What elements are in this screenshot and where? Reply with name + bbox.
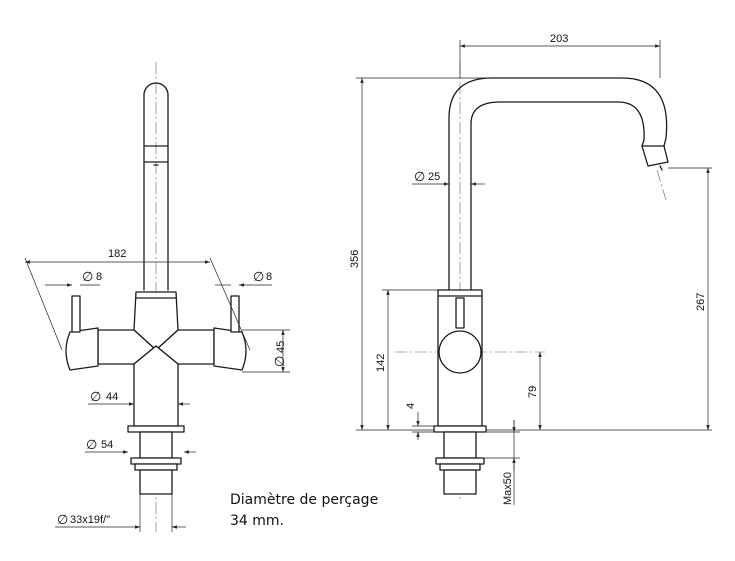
- front-left-pin: [71, 295, 81, 333]
- front-nut: [130, 457, 182, 465]
- drilling-note: Diamètre de perçage 34 mm.: [230, 490, 378, 532]
- dim-label-max50: Max50: [502, 472, 514, 505]
- side-view: 203 ∅ 25 356 142 267 79: [349, 33, 712, 505]
- dim-label-182: 182: [108, 248, 126, 260]
- diameter-symbol: ∅: [253, 270, 264, 285]
- side-lever: [455, 297, 465, 329]
- dim-label-nut: 54: [101, 439, 113, 451]
- drilling-note-line1: Diamètre de perçage: [230, 492, 379, 508]
- dim-label-142: 142: [375, 354, 387, 372]
- drilling-note-line2: 34 mm.: [230, 513, 284, 529]
- front-spout: [143, 82, 169, 291]
- dim-label-tube: 25: [428, 171, 440, 183]
- diameter-symbol: ∅: [82, 270, 93, 285]
- dim-label-base: 44: [106, 391, 118, 403]
- side-shank: [443, 431, 477, 459]
- side-spout: [448, 77, 668, 291]
- dim-label-267: 267: [695, 293, 707, 311]
- dim-label-79: 79: [527, 386, 539, 398]
- diameter-symbol: ∅: [90, 390, 101, 405]
- dim-label-left-handle: 8: [96, 271, 102, 283]
- front-right-pin: [230, 295, 240, 333]
- side-aerator: [641, 145, 669, 167]
- diameter-symbol: ∅: [273, 356, 288, 367]
- front-view: 182 ∅ 8 ∅ 8 ∅ 45 ∅ 44 ∅ 54: [24, 62, 290, 532]
- front-base-ring: [127, 425, 185, 433]
- dim-label-thread: 33x19f/": [70, 514, 110, 526]
- side-base-ring: [433, 425, 487, 433]
- diameter-symbol: ∅: [57, 513, 68, 528]
- side-handle-knob: [438, 330, 482, 374]
- front-lower-body: [133, 345, 179, 427]
- front-right-knob: [213, 327, 247, 371]
- dim-label-4: 4: [405, 403, 417, 409]
- diameter-symbol: ∅: [86, 438, 97, 453]
- dim-label-203: 203: [550, 33, 568, 45]
- dim-label-body: 45: [275, 341, 287, 353]
- side-nut: [435, 457, 485, 465]
- diameter-symbol: ∅: [414, 170, 425, 185]
- dim-label-right-handle: 8: [266, 271, 272, 283]
- front-left-knob: [65, 327, 99, 371]
- front-shank: [139, 431, 173, 459]
- dim-label-356: 356: [349, 250, 361, 268]
